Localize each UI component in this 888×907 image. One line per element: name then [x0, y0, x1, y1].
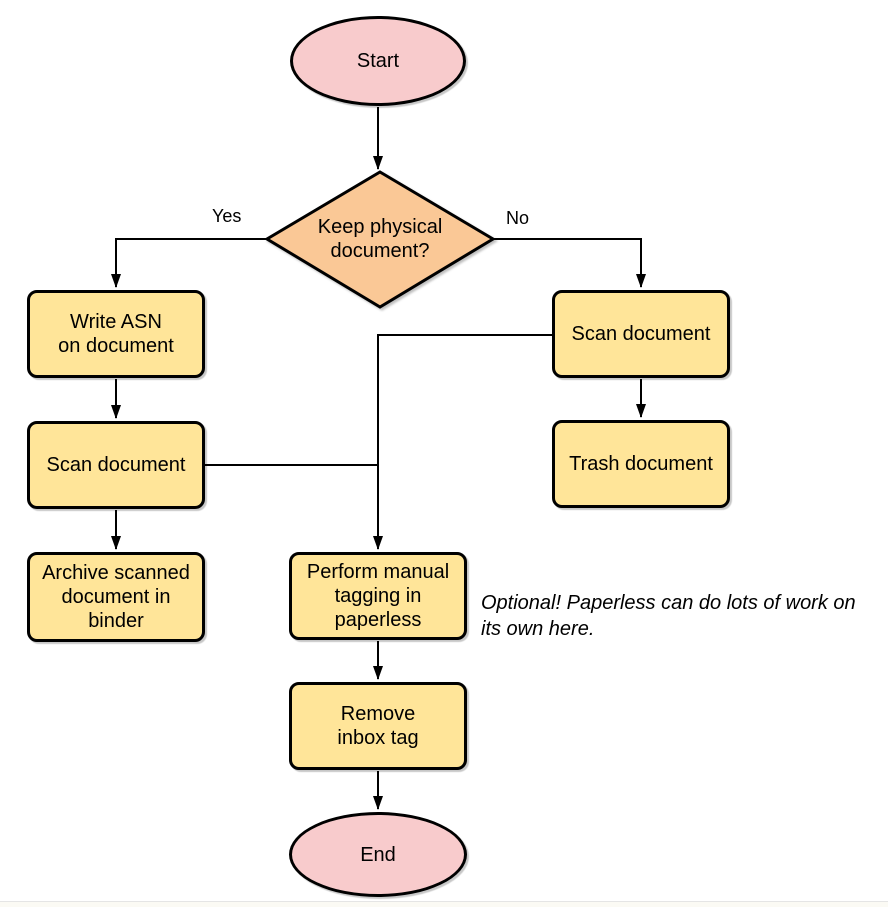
edge-label-no: No: [506, 208, 530, 228]
process-write-asn-label: Write ASN on document: [58, 311, 174, 357]
process-perform-tagging: Perform manual tagging in paperless: [289, 552, 467, 640]
process-archive-binder-label: Archive scanned document in binder: [42, 562, 190, 632]
process-remove-inbox-tag: Remove inbox tag: [289, 682, 467, 770]
end-node: End: [289, 812, 467, 897]
decision-diamond-shape: [264, 170, 496, 309]
start-node: Start: [290, 16, 466, 106]
end-label: End: [360, 843, 396, 866]
process-scan-document-left: Scan document: [27, 421, 205, 509]
process-scan-document-right: Scan document: [552, 290, 730, 378]
process-scan-document-left-label: Scan document: [46, 454, 186, 476]
process-scan-document-right-label: Scan document: [571, 323, 711, 345]
process-archive-binder: Archive scanned document in binder: [27, 552, 205, 642]
edge-decision-no: [493, 238, 646, 288]
annotation-note: Optional! Paperless can do lots of work …: [481, 592, 856, 640]
process-trash-document: Trash document: [552, 420, 730, 508]
decision-node: Keep physical document?: [278, 215, 482, 263]
edge-decision-yes: [111, 238, 267, 288]
process-trash-document-label: Trash document: [569, 453, 713, 475]
process-write-asn: Write ASN on document: [27, 290, 205, 378]
decision-label: Keep physical document?: [317, 216, 443, 262]
edge-label-yes: Yes: [212, 206, 242, 226]
process-remove-inbox-tag-label: Remove inbox tag: [337, 703, 419, 749]
process-perform-tagging-label: Perform manual tagging in paperless: [306, 561, 450, 631]
bottom-edge-line: [0, 901, 888, 907]
edge-scanright-to-perform: [373, 334, 552, 550]
start-label: Start: [356, 50, 400, 72]
